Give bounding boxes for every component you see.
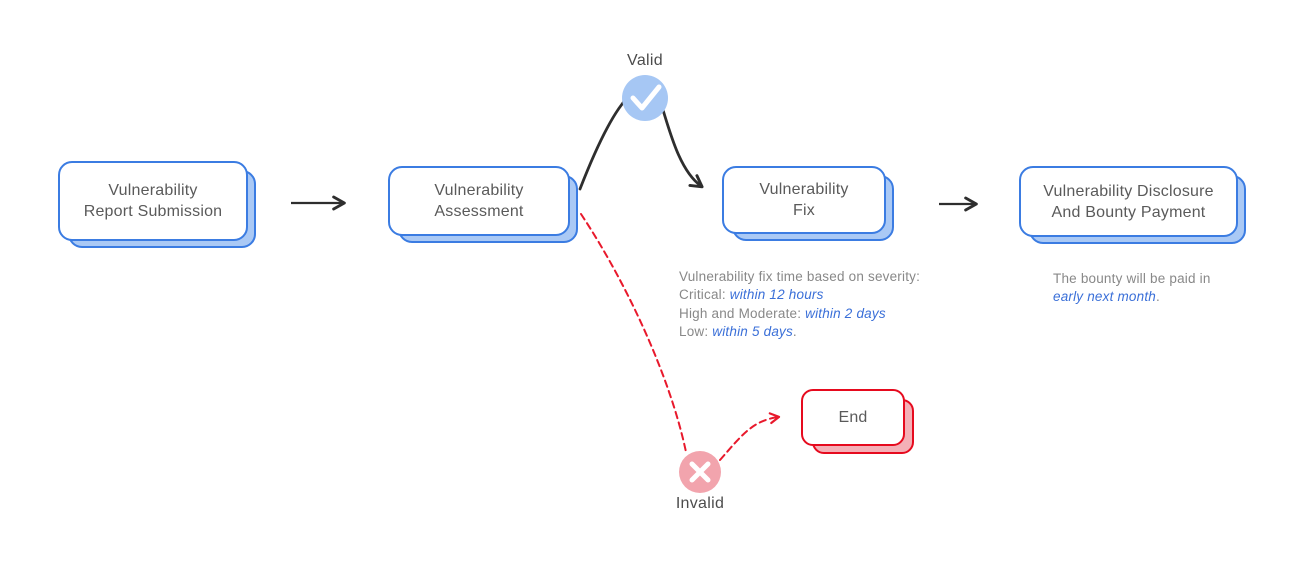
valid-branch-label: Valid	[627, 52, 663, 69]
node-label: And Bounty Payment	[1051, 203, 1206, 221]
node-label: Report Submission	[83, 203, 223, 220]
invalid-cross-icon	[679, 451, 721, 493]
fix-note-heading: Vulnerability fix time based on severity…	[679, 269, 921, 284]
node-label: Vulnerability Disclosure	[1043, 182, 1214, 200]
node-label: End	[838, 409, 868, 426]
node-label: Fix	[793, 202, 815, 219]
fix-note-critical-value: within 12 hours	[729, 287, 824, 303]
valid-check-icon	[622, 75, 668, 121]
node-end: End	[801, 389, 914, 454]
bounty-payment-note: The bounty will be paid in early next mo…	[1053, 270, 1263, 307]
node-label: Vulnerability	[759, 181, 849, 198]
invalid-branch-label: Invalid	[675, 495, 725, 512]
bounty-note-highlight: early next month	[1053, 289, 1156, 305]
node-label: Vulnerability	[434, 182, 524, 199]
fix-note-high-moderate-value: within 2 days	[805, 305, 886, 321]
bounty-note-line2: early next month.	[1053, 289, 1160, 305]
bounty-note-prefix: The bounty will be paid in	[1053, 271, 1211, 286]
fix-note-line-high-moderate: High and Moderate: within 2 days	[679, 305, 886, 321]
arrow-assessment-valid-to-fix	[578, 81, 704, 191]
arrow-assessment-to-invalid	[580, 213, 687, 453]
node-vulnerability-report-submission: Vulnerability Report Submission	[58, 161, 256, 248]
node-vulnerability-disclosure-and-bounty-payment: Vulnerability Disclosure And Bounty Paym…	[1019, 166, 1246, 244]
fix-note-line-low: Low: within 5 days.	[679, 324, 797, 340]
node-label: Vulnerability	[108, 182, 198, 199]
fix-note-low-value: within 5 days	[712, 324, 793, 340]
node-label: Assessment	[434, 203, 524, 220]
arrow-invalid-to-end	[719, 412, 781, 461]
fix-severity-note: Vulnerability fix time based on severity…	[679, 268, 954, 342]
node-vulnerability-assessment: Vulnerability Assessment	[388, 166, 578, 243]
node-vulnerability-fix: Vulnerability Fix	[722, 166, 894, 241]
fix-note-line-critical: Critical: within 12 hours	[679, 287, 824, 303]
